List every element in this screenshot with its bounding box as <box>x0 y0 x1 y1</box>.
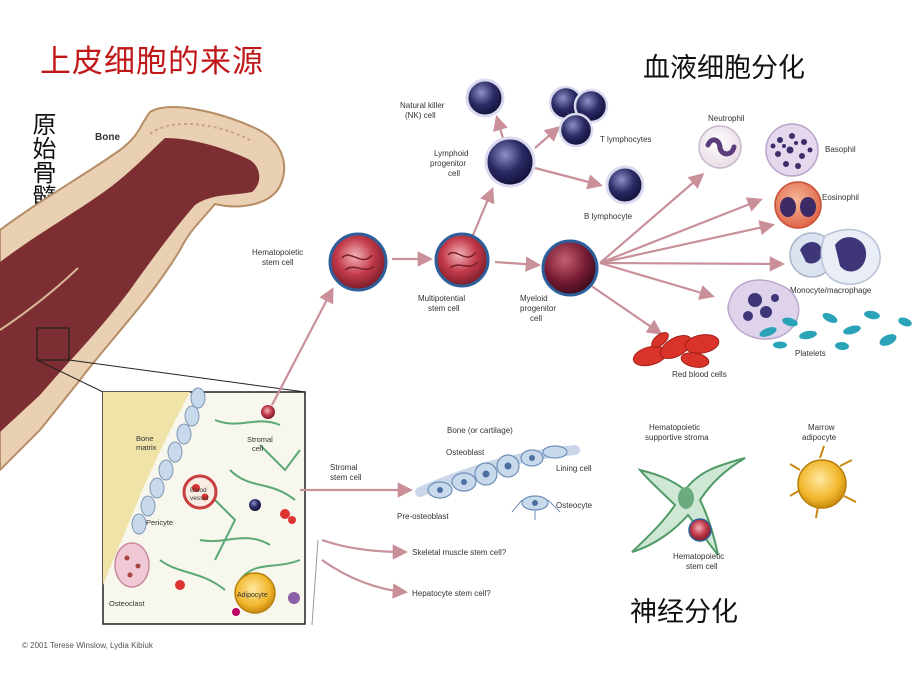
label-stromal-stem-1: Stromal <box>330 463 358 472</box>
magnify-box <box>36 327 70 361</box>
label-adipocyte: Adipocyte <box>237 592 268 599</box>
label-lining-cell: Lining cell <box>556 464 592 473</box>
marrow-adipocyte-cell <box>789 445 857 519</box>
inset-adipocyte <box>234 572 276 614</box>
label-myeloid-1: Myeloid <box>520 294 548 303</box>
label-lymphoid-1: Lymphoid <box>434 149 468 158</box>
bone-marrow-core <box>0 138 260 432</box>
label-myeloid-2: progenitor <box>520 304 556 313</box>
label-hepatocyte: Hepatocyte stem cell? <box>412 589 491 598</box>
label-neutrophil: Neutrophil <box>708 114 745 123</box>
blood-differentiation-heading: 血液细胞分化 <box>643 53 805 84</box>
red-blood-cells <box>632 332 720 368</box>
macrophage-large <box>727 279 800 340</box>
label-bone-matrix-1: Bone <box>136 434 154 443</box>
label-blood-vessel-1: Blood <box>190 487 207 494</box>
label-nk-2: (NK) cell <box>405 111 436 120</box>
marrow-inset: Bone matrix Stromal cell Blood vessel Pe… <box>102 387 306 625</box>
label-stromal-stem-2: stem cell <box>330 473 362 482</box>
label-blood-vessel-2: vessel <box>190 495 209 502</box>
monocyte-macrophage <box>789 228 881 285</box>
slide-title: 上皮细胞的来源 <box>40 44 264 80</box>
label-marrow-adipocyte-2: adipocyte <box>802 433 837 442</box>
bone-texture-2 <box>0 267 79 331</box>
bone-matrix-region <box>103 392 190 585</box>
platelets <box>759 310 912 351</box>
label-multipotential-2: stem cell <box>428 304 460 313</box>
blood-vessel-shape <box>182 474 218 510</box>
lining-cells <box>131 387 206 535</box>
neutrophil <box>698 125 742 169</box>
label-lymphoid-3: cell <box>448 169 460 178</box>
label-bone-cartilage: Bone (or cartilage) <box>447 426 513 435</box>
label-osteocyte: Osteocyte <box>556 501 593 510</box>
label-basophil: Basophil <box>825 145 856 154</box>
label-t-lymphocytes: T lymphocytes <box>600 135 651 144</box>
label-monocyte: Monocyte/macrophage <box>790 286 872 295</box>
label-hsc-bottom-1: Hematopoietic <box>673 552 724 561</box>
nk-cell <box>465 78 505 118</box>
label-platelets: Platelets <box>795 349 826 358</box>
osteoblast-chain <box>415 445 580 520</box>
label-osteoclast: Osteoclast <box>109 599 145 608</box>
label-supportive-stroma-1: Hematopoietic <box>649 423 700 432</box>
multipotential-stem-cell <box>434 232 490 288</box>
label-marrow-adipocyte-1: Marrow <box>808 423 835 432</box>
magnify-line-2 <box>68 359 306 393</box>
inset-stem-cell <box>261 405 275 419</box>
basophil <box>765 123 819 177</box>
hematopoietic-stem-cell <box>328 232 388 292</box>
label-pre-osteoblast: Pre-osteoblast <box>397 512 449 521</box>
copyright-notice: © 2001 Terese Winslow, Lydia Kibiuk <box>22 641 153 650</box>
supportive-stroma-cell <box>631 457 746 556</box>
t-lymphocytes <box>548 85 609 148</box>
bone-shaft <box>0 106 285 472</box>
label-bone: Bone <box>95 132 120 143</box>
label-hsc-bottom-2: stem cell <box>686 562 718 571</box>
eosinophil <box>774 181 822 229</box>
neural-differentiation-heading: 神经分化 <box>630 597 738 628</box>
lymphoid-progenitor-cell <box>484 136 536 188</box>
label-stromal-cell-1: Stromal <box>247 435 273 444</box>
arrows <box>271 115 786 626</box>
label-osteoblast: Osteoblast <box>446 448 485 457</box>
label-pericyte: Pericyte <box>146 518 173 527</box>
label-myeloid-3: cell <box>530 314 542 323</box>
label-bone-matrix-2: matrix <box>136 443 157 452</box>
bone-illustration: Bone <box>0 106 306 472</box>
label-multipotential-1: Multipotential <box>418 294 465 303</box>
label-hsc-2: stem cell <box>262 258 294 267</box>
osteoclast-cell <box>114 542 150 588</box>
magnify-line-1 <box>36 359 104 393</box>
label-nk-1: Natural killer <box>400 101 445 110</box>
myeloid-progenitor-cell <box>541 239 599 297</box>
label-b-lymphocyte: B lymphocyte <box>584 212 633 221</box>
label-lymphoid-2: progenitor <box>430 159 466 168</box>
b-lymphocyte <box>605 165 645 205</box>
label-hsc-1: Hematopoietic <box>252 248 303 257</box>
label-rbc: Red blood cells <box>672 370 727 379</box>
label-stromal-cell-2: cell <box>252 444 264 453</box>
label-skeletal-muscle: Skeletal muscle stem cell? <box>412 548 507 557</box>
bone-texture <box>149 123 251 141</box>
label-supportive-stroma-2: supportive stroma <box>645 433 709 442</box>
label-eosinophil: Eosinophil <box>822 193 859 202</box>
